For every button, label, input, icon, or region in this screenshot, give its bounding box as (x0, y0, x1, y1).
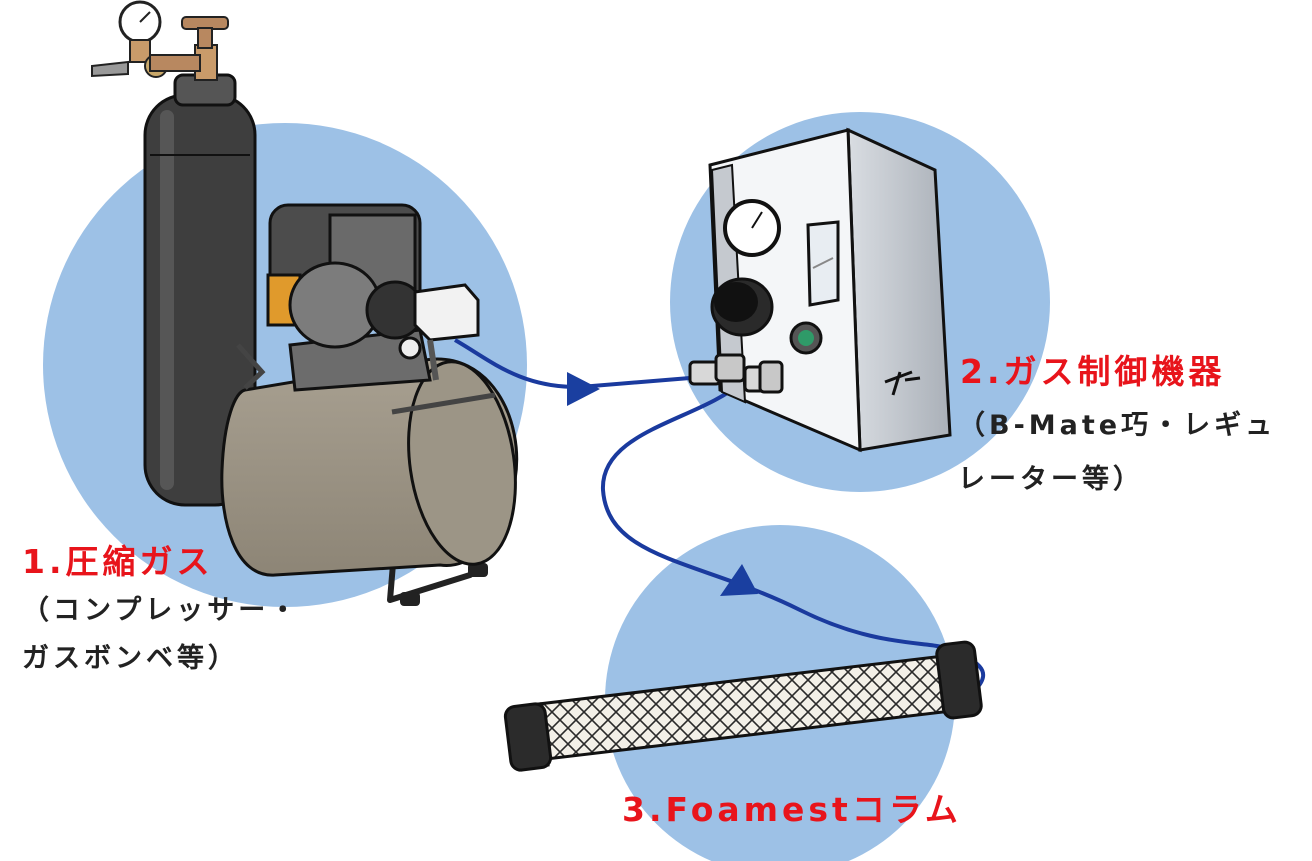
gas-control-box-icon (688, 127, 952, 453)
gas-cylinder-icon (91, 0, 257, 507)
step-3-title: 3.Foamestコラム (622, 790, 962, 829)
compressor-icon (220, 203, 519, 606)
step-1-subtitle-line-1: （コンプレッサー・ (22, 595, 301, 626)
flow-arrow-up-icon (720, 564, 758, 596)
step-2-subtitle-line-1: （B-Mate巧・レギュ (958, 410, 1277, 441)
step-2-subtitle-line-2: レーター等） (958, 464, 1144, 495)
foamest-column-icon (503, 640, 983, 772)
step-1-subtitle-line-2: ガスボンベ等） (22, 643, 239, 674)
step-2-title: 2.ガス制御機器 (960, 352, 1226, 391)
flow-arrow-right-icon (567, 372, 600, 406)
step-1-title: 1.圧縮ガス (22, 542, 214, 581)
